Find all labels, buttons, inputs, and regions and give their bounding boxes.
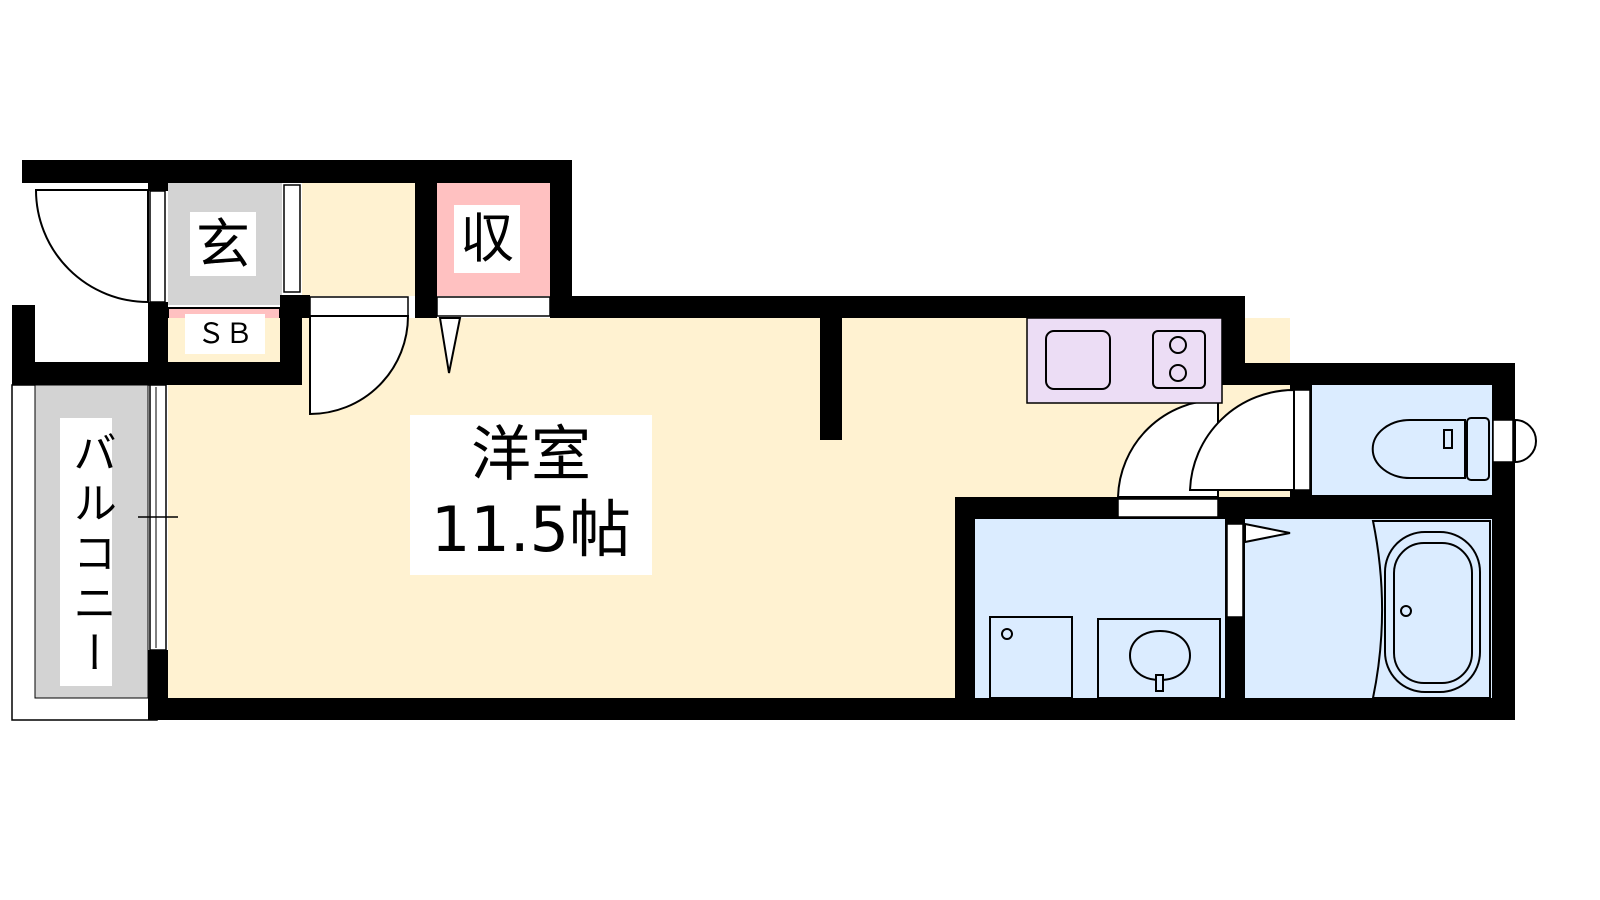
kitchen-counter (1026, 317, 1223, 404)
toilet-icon (1371, 417, 1490, 481)
bathtub-icon (1371, 520, 1491, 699)
entrance-door (34, 189, 149, 304)
shoe-box-label: ＳＢ (185, 314, 265, 354)
storage-door-mark (438, 317, 462, 374)
bathroom-floor (1245, 519, 1492, 698)
washroom-floor (975, 519, 1225, 698)
western-room-size: 11.5帖 (430, 493, 632, 566)
stove-icon (1152, 330, 1206, 389)
western-room-name: 洋室 (471, 420, 591, 490)
western-room-label: 洋室 11.5帖 (410, 415, 652, 575)
room-door (309, 315, 410, 416)
entrance-label: 玄 (190, 212, 256, 276)
sink-icon (1045, 330, 1111, 390)
bath-door-mark (1244, 522, 1291, 544)
storage-label: 収 (454, 205, 520, 273)
door-frames (149, 184, 1514, 651)
balcony-label: バルコニー (60, 418, 116, 686)
toilet-door (1188, 388, 1295, 491)
hall-floor (302, 183, 415, 296)
washing-machine-icon (989, 616, 1073, 699)
toilet-window (1514, 418, 1537, 464)
vanity-sink-icon (1097, 618, 1221, 699)
